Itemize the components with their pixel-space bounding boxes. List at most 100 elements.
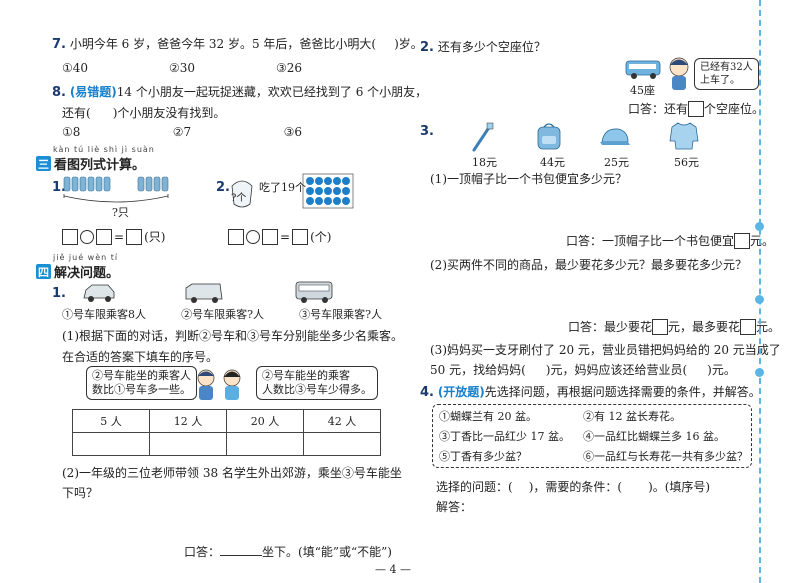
picture-problem-2-equation: =(个) [228,228,331,245]
q8-tag: (易错题) [69,85,117,99]
q3-sub1: (1)一顶帽子比一个书包便宜多少元？ [430,172,627,186]
table-header-cell: 5 人 [72,409,150,433]
condition-3[interactable]: ③丁香比一品红少 17 盆。 [439,430,570,443]
page-number: — 4 — [375,563,411,576]
condition-2[interactable]: ②有 12 盆长寿花。 [583,410,681,423]
bubble-2-line1: ②号车能坐的乘客 [262,369,350,382]
q7-tail: )岁。 [394,37,423,51]
speech-bubble-2: ②号车能坐的乘客 人数比③号车少得多。 [256,366,378,400]
q3-sub2: (2)买两件不同的商品，最少要花多少元？最多要花多少元？ [430,258,748,272]
q3-answer1-prefix: 口答：一顶帽子比一个书包便宜 [566,234,735,248]
price-toothbrush: 18元 [472,156,497,169]
equation-box[interactable] [228,228,244,245]
table-answer-cell[interactable] [303,432,381,456]
apples-illustration [231,173,354,209]
q4-number: 4. [420,385,434,400]
q8-option-2[interactable]: ②7 [172,125,192,139]
speech-bubble-1: ②号车能坐的乘客人 数比①号车多一些。 [86,366,197,400]
question-6[interactable]: ⑥一品红与长寿花一共有多少盆？ [583,450,748,463]
q3-sub3-part-b: )元，妈妈应该还给营业员( [545,363,688,377]
q3-sub3-line2: 50 元，找给妈妈()元，妈妈应该还给营业员()元。 [430,361,736,378]
q8-option-3[interactable]: ③6 [283,125,302,139]
q1-oral-answer: 口答：坐下。(填“能”或“不能”) [184,543,392,560]
margin-dot [755,368,764,377]
q7-option-2[interactable]: ②30 [168,61,196,75]
q1-sub1-line2: 在合适的答案下填车的序号。 [62,350,219,364]
boy-illustration [669,57,689,90]
q2-speech-bubble: 已经有32人 上车了。 [694,58,759,90]
q3-answer1-box[interactable] [734,232,751,249]
bubble-1-line2: 数比①号车多一些。 [92,383,191,396]
bag-label: ?个 [231,193,247,204]
q3-answer2-middle: 元，最多要花 [668,320,741,334]
table-header-cell: 20 人 [226,409,304,433]
equation-box[interactable] [126,228,143,245]
answer-prefix: 口答： [184,545,221,559]
q8-number: 8. [52,85,66,100]
rabbits-illustration [63,176,169,203]
q7-option-1[interactable]: ①40 [62,61,89,75]
q2-answer-suffix: 个空座位。 [704,102,765,116]
q4-select-b: )，需要的条件：( [528,480,623,494]
q3-answer2: 口答：最少要花元，最多要花元。 [568,318,780,335]
picture-problem-1-number: 1. [52,180,66,195]
picture-problem-1-equation: =(只) [62,228,165,245]
children-illustration [197,369,241,400]
section3-title: 看图列式计算。 [54,158,146,173]
section3-header: 三 看图列式计算。 [36,154,145,173]
equation-box[interactable] [292,228,309,245]
section4-title: 解决问题。 [54,266,120,281]
table-answer-cell[interactable] [226,432,304,456]
q3-sub3-part-a: 50 元，找给妈妈( [430,363,526,377]
q2-answer-box[interactable] [688,100,705,117]
q2-line: 2. 还有多少个空座位？ [420,38,546,55]
q3-number: 3. [420,124,434,139]
table-answer-cell[interactable] [72,432,150,456]
q3-answer2-min-box[interactable] [652,318,669,335]
equation-unit: (只) [144,230,166,244]
equation-box[interactable] [62,228,78,245]
q8-text-line2a: 还有( [62,106,91,120]
q2-oral-answer: 口答：还有个空座位。 [628,100,764,117]
vehicle-2-label: ②号车限乘客?人 [181,308,264,321]
q3-sub3-line1: (3)妈妈买一支牙刷付了 20 元，营业员错把妈妈给的 20 元当成了 [430,343,781,357]
q4-text: 先选择问题，再根据问题选择需要的条件，并解答。 [484,385,761,399]
q4-selection-line: 选择的问题：( )，需要的条件：( )。(填序号) [436,478,710,495]
picture-problem-2-number: 2. [216,180,230,195]
q7-option-3[interactable]: ③26 [275,61,302,75]
q2-bubble-line1: 已经有32人 [700,62,753,73]
q4-conditions-box: ①蝴蝶兰有 20 盆。 ②有 12 盆长寿花。 ③丁香比一品红少 17 盆。 ④… [432,404,752,468]
operator-circle[interactable] [246,229,260,244]
q7-number: 7. [52,37,66,52]
q4-line: 4. (开放题)先选择问题，再根据问题选择需要的条件，并解答。 [420,383,761,400]
answer-blank[interactable] [220,555,263,556]
q8-option-1[interactable]: ①8 [62,125,81,139]
question-5[interactable]: ⑤丁香有多少盆？ [439,450,527,463]
condition-1[interactable]: ①蝴蝶兰有 20 盆。 [439,410,537,423]
eaten-label: 吃了19个 [259,181,306,194]
condition-4[interactable]: ④一品红比蝴蝶兰多 16 盆。 [583,430,725,443]
coat-icon [669,122,699,150]
equation-box[interactable] [262,228,278,245]
q1-sub2-line1: (2)一年级的三位老师带领 38 名学生外出郊游，乘坐③号车能坐 [62,466,402,480]
picture-problem-1-question-label: ?只 [112,206,129,219]
margin-dot [755,295,764,304]
vehicle-3-label: ③号车限乘客?人 [299,308,382,321]
q8-text-line2b: )个小朋友没有找到。 [112,106,226,120]
backpack-icon [537,123,561,150]
q7-line: 7. 小明今年 6 岁，爸爸今年 32 岁。5 年后，爸爸比小明大()岁。 [52,35,423,52]
table-answer-cell[interactable] [149,432,227,456]
car-icon [83,284,115,302]
q3-answer2-max-box[interactable] [740,318,757,335]
section3-badge: 三 [36,156,51,171]
q8-options: ①8 ②7 ③6 [62,125,302,139]
q2-number: 2. [420,40,434,55]
q3-answer1: 口答：一顶帽子比一个书包便宜 元。 [566,232,774,249]
q3-answer1-suffix: 元。 [750,234,775,248]
operator-circle[interactable] [80,229,94,244]
q4-select-c: )。(填序号) [648,480,711,494]
equation-box[interactable] [96,228,112,245]
price-cap: 25元 [604,156,629,169]
margin-dashed-rule [759,0,761,583]
q4-select-a: 选择的问题：( [436,480,513,494]
